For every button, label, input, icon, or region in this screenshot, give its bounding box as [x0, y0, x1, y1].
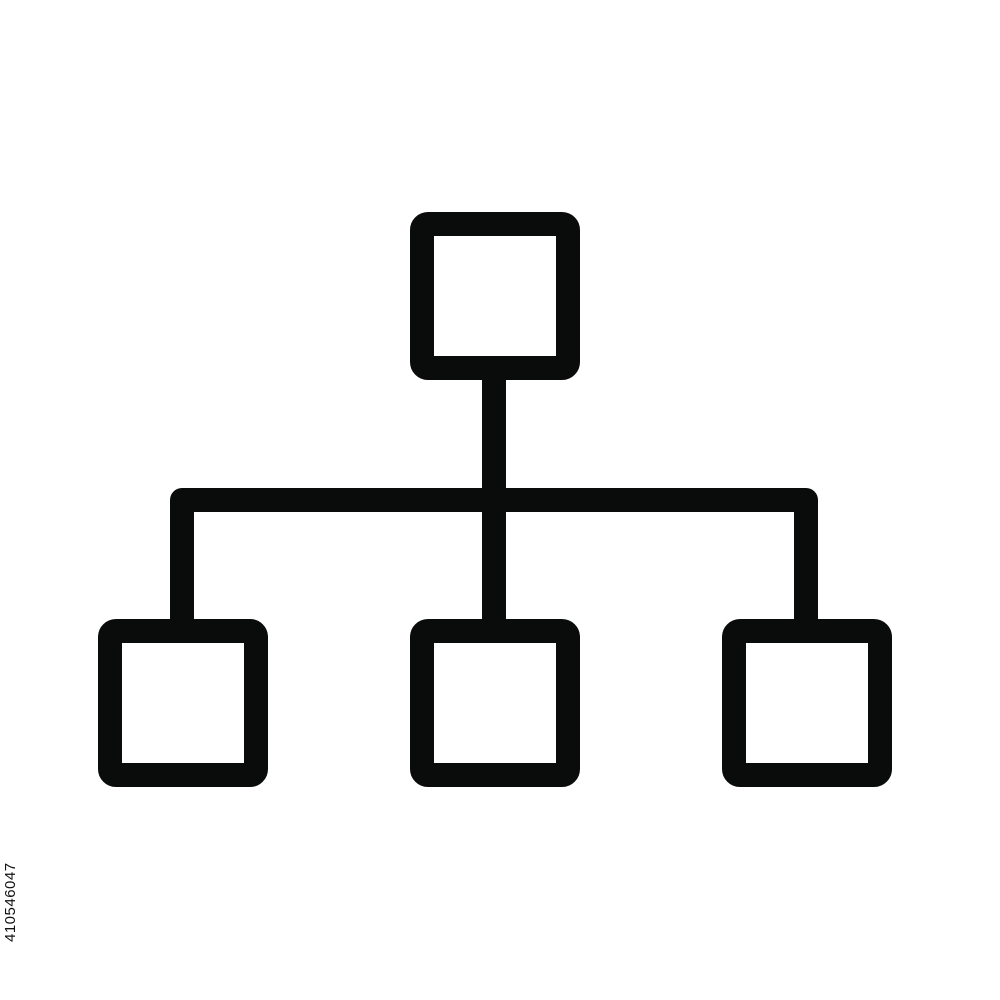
node-child-right [722, 619, 892, 787]
node-child-center [410, 619, 580, 787]
connector-horizontal [170, 488, 818, 632]
node-child-left [98, 619, 268, 787]
stock-id-label: 410546047 [2, 862, 19, 942]
node-root [410, 212, 580, 380]
